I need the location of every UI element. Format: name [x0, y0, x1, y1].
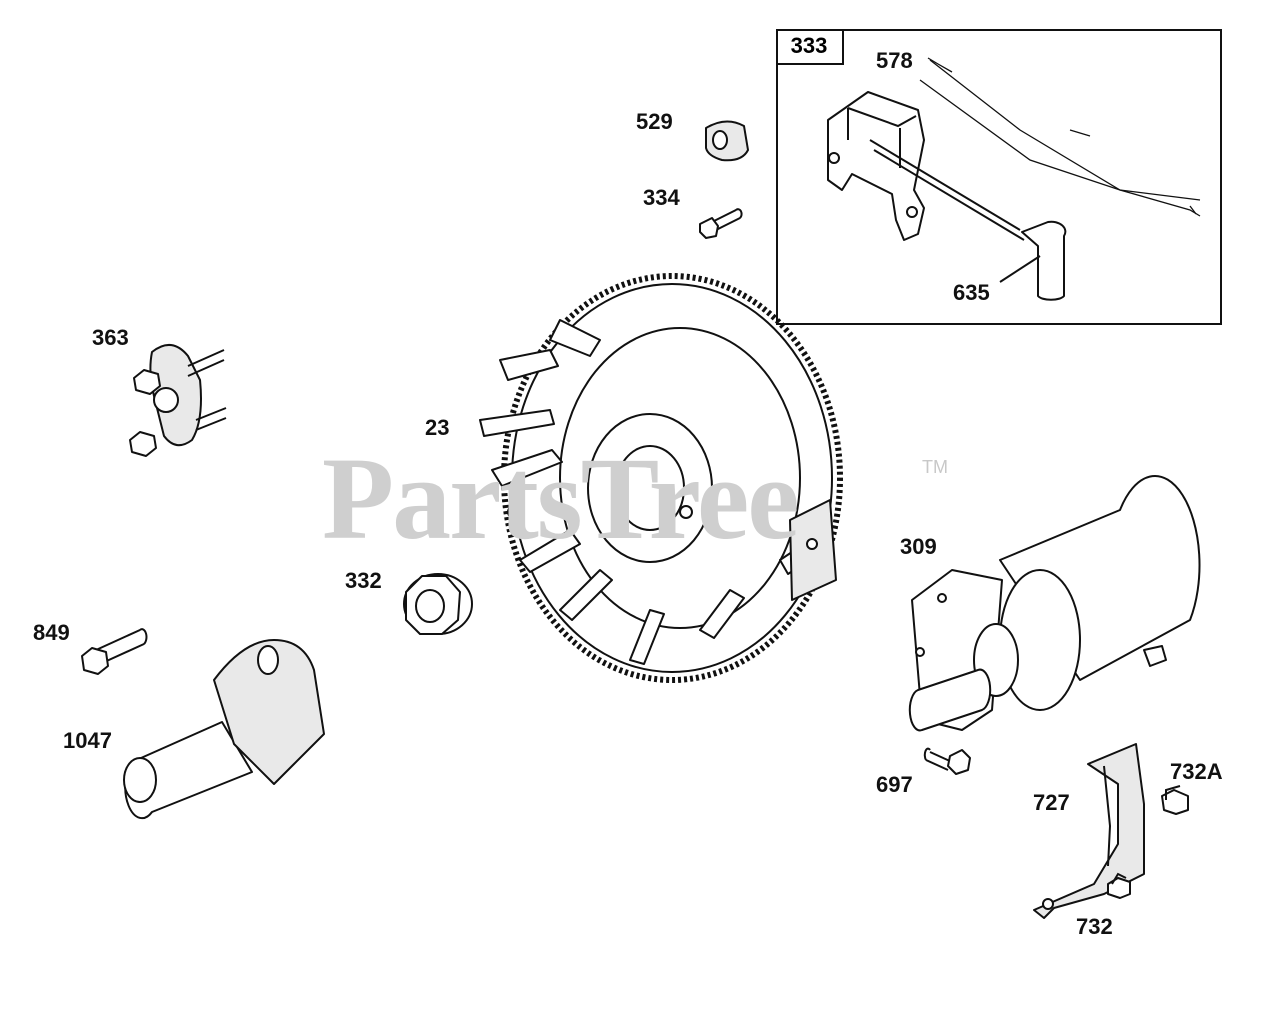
- watermark: PartsTree: [322, 433, 800, 564]
- callout-box-label: 333: [776, 29, 844, 65]
- bracket-363: [129, 344, 227, 457]
- part-label-697[interactable]: 697: [876, 772, 913, 797]
- bolt-849: [81, 628, 148, 675]
- watermark-trademark: TM: [922, 457, 948, 477]
- ignition-module-333: [827, 57, 1201, 301]
- nut-332: [403, 573, 473, 635]
- part-label-363[interactable]: 363: [92, 325, 129, 350]
- part-label-309[interactable]: 309: [900, 534, 937, 559]
- part-label-334[interactable]: 334: [643, 185, 680, 210]
- flywheel-23: [479, 273, 843, 683]
- screw-697: [923, 747, 971, 775]
- part-label-1047[interactable]: 1047: [63, 728, 112, 753]
- part-label-578[interactable]: 578: [876, 48, 913, 73]
- screw-732a: [1161, 785, 1189, 815]
- starter-motor-309: [908, 475, 1201, 732]
- part-label-732a[interactable]: 732A: [1170, 759, 1223, 784]
- screw-732: [1107, 872, 1131, 899]
- part-label-727[interactable]: 727: [1033, 790, 1070, 815]
- part-label-635[interactable]: 635: [953, 280, 990, 305]
- grommet-529: [705, 120, 749, 162]
- part-label-332[interactable]: 332: [345, 568, 382, 593]
- bracket-727: [1033, 743, 1145, 919]
- screw-334: [699, 208, 743, 239]
- part-label-732[interactable]: 732: [1076, 914, 1113, 939]
- part-label-529[interactable]: 529: [636, 109, 673, 134]
- callout-box: [776, 29, 1222, 325]
- leader-635: [999, 255, 1041, 283]
- starter-clutch-1047: [123, 639, 325, 820]
- part-label-23[interactable]: 23: [425, 415, 450, 440]
- part-label-849[interactable]: 849: [33, 620, 70, 645]
